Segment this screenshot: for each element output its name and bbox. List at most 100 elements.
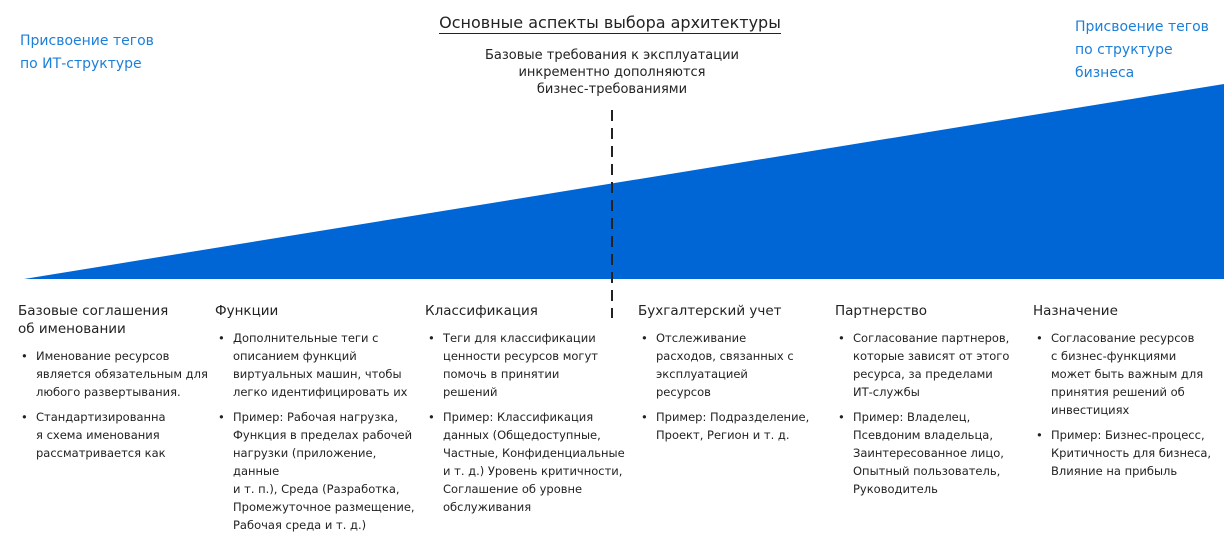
bullet-line: может быть важным для xyxy=(1051,367,1204,381)
column-naming-conventions: Базовые соглашения об именовании • Имено… xyxy=(18,302,214,469)
bullet-line: я схема именования xyxy=(36,428,160,442)
bullet-line: Согласование ресурсов xyxy=(1051,331,1195,345)
bullet-line: Теги для классификации xyxy=(443,331,596,345)
bullet-icon: • xyxy=(641,331,648,345)
bullet-line: которые зависят от этого xyxy=(853,349,1010,363)
heading-line: Базовые соглашения xyxy=(18,303,169,319)
column-classification: Классификация • Теги для классификации ц… xyxy=(425,302,625,523)
bullet-icon: • xyxy=(428,410,435,424)
bullet-item: • Пример: Рабочая нагрузка, Функция в пр… xyxy=(215,408,420,534)
requirements-wedge xyxy=(24,84,1224,279)
bullet-line: Согласование партнеров, xyxy=(853,331,1010,345)
bullet-line: Руководитель xyxy=(853,482,938,496)
bullet-line: Рабочая среда и т. д.) xyxy=(233,518,367,532)
heading-line: Функции xyxy=(215,303,279,319)
subtitle-line: Базовые требования к эксплуатации xyxy=(484,48,739,63)
bullet-item: • Стандартизированна я схема именования … xyxy=(18,408,214,462)
bullet-list: • Отслеживание расходов, связанных с экс… xyxy=(638,329,833,444)
bullet-list: • Теги для классификации ценности ресурс… xyxy=(425,329,625,516)
diagram-subtitle: Базовые требования к эксплуатации инкрем… xyxy=(430,47,794,98)
bullet-line: Пример: Классификация xyxy=(443,410,594,424)
bullet-line: Заинтересованное лицо, xyxy=(853,446,1004,460)
bullet-line: любого развертывания. xyxy=(36,385,181,399)
bullet-line: Критичность для бизнеса, xyxy=(1051,446,1212,460)
bullet-line: обслуживания xyxy=(443,500,532,514)
label-line: по структуре xyxy=(1075,42,1173,58)
progression-diagram xyxy=(24,84,1224,318)
label-line: Присвоение тегов xyxy=(20,33,154,49)
bullet-line: нагрузки (приложение, данные xyxy=(233,446,377,478)
heading-line: Назначение xyxy=(1033,303,1118,319)
bullet-item: • Пример: Подразделение, Проект, Регион … xyxy=(638,408,833,444)
bullet-line: Отслеживание xyxy=(656,331,747,345)
column-heading: Назначение xyxy=(1033,302,1222,320)
bullet-line: принятия решений об xyxy=(1051,385,1185,399)
bullet-line: Стандартизированна xyxy=(36,410,166,424)
bullet-icon: • xyxy=(21,349,28,363)
bullet-list: • Именование ресурсов является обязатель… xyxy=(18,347,214,462)
heading-line: об именовании xyxy=(18,321,126,337)
bullet-line: решений xyxy=(443,385,498,399)
bullet-item: • Пример: Классификация данных (Общедост… xyxy=(425,408,625,516)
column-heading: Бухгалтерский учет xyxy=(638,302,833,320)
bullet-item: • Согласование ресурсов с бизнес-функция… xyxy=(1033,329,1222,419)
bullet-line: эксплуатацией xyxy=(656,367,748,381)
bullet-line: с бизнес-функциями xyxy=(1051,349,1177,363)
bullet-item: • Дополнительные теги с описанием функци… xyxy=(215,329,420,401)
bullet-line: рассматривается как xyxy=(36,446,166,460)
bullet-line: Именование ресурсов xyxy=(36,349,170,363)
bullet-item: • Согласование партнеров, которые завися… xyxy=(835,329,1030,401)
bullet-item: • Пример: Бизнес-процесс, Критичность дл… xyxy=(1033,426,1222,480)
bullet-item: • Отслеживание расходов, связанных с экс… xyxy=(638,329,833,401)
label-line: Присвоение тегов xyxy=(1075,19,1209,35)
bullet-item: • Теги для классификации ценности ресурс… xyxy=(425,329,625,401)
heading-line: Партнерство xyxy=(835,303,928,319)
bullet-line: является обязательным для xyxy=(36,367,208,381)
bullet-line: Опытный пользователь, xyxy=(853,464,1001,478)
bullet-list: • Согласование ресурсов с бизнес-функция… xyxy=(1033,329,1222,480)
bullet-icon: • xyxy=(641,410,648,424)
bullet-line: ресурсов xyxy=(656,385,711,399)
bullet-line: Частные, Конфиденциальные xyxy=(443,446,625,460)
bullet-line: ИТ-службы xyxy=(853,385,920,399)
bullet-line: Пример: Рабочая нагрузка, xyxy=(233,410,399,424)
bullet-item: • Именование ресурсов является обязатель… xyxy=(18,347,214,401)
bullet-line: Соглашение об уровне xyxy=(443,482,583,496)
bullet-line: виртуальных машин, чтобы xyxy=(233,367,402,381)
bullet-line: Псевдоним владельца, xyxy=(853,428,993,442)
bullet-line: расходов, связанных с xyxy=(656,349,794,363)
subtitle-line: инкрементно дополняются xyxy=(518,65,706,80)
bullet-line: ресурса, за пределами xyxy=(853,367,993,381)
it-structure-tagging-label: Присвоение тегов по ИТ-структуре xyxy=(20,30,154,76)
heading-line: Классификация xyxy=(425,303,538,319)
bullet-line: инвестициях xyxy=(1051,403,1130,417)
bullet-line: помочь в принятии xyxy=(443,367,560,381)
bullet-line: легко идентифицировать их xyxy=(233,385,408,399)
bullet-icon: • xyxy=(218,410,225,424)
column-purpose: Назначение • Согласование ресурсов с биз… xyxy=(1033,302,1222,487)
bullet-line: и т. п.), Среда (Разработка, xyxy=(233,482,400,496)
diagram-title-text: Основные аспекты выбора архитектуры xyxy=(439,13,781,34)
column-heading: Базовые соглашения об именовании xyxy=(18,302,214,338)
bullet-icon: • xyxy=(218,331,225,345)
bullet-line: Пример: Бизнес-процесс, xyxy=(1051,428,1205,442)
bullet-list: • Согласование партнеров, которые завися… xyxy=(835,329,1030,498)
heading-line: Бухгалтерский учет xyxy=(638,303,782,319)
bullet-line: Дополнительные теги с xyxy=(233,331,379,345)
business-structure-tagging-label: Присвоение тегов по структуре бизнеса xyxy=(1075,16,1209,85)
column-heading: Партнерство xyxy=(835,302,1030,320)
bullet-line: и т. д.) Уровень критичности, xyxy=(443,464,623,478)
bullet-icon: • xyxy=(21,410,28,424)
label-line: по ИТ-структуре xyxy=(20,56,142,72)
bullet-line: описанием функций xyxy=(233,349,357,363)
bullet-icon: • xyxy=(838,410,845,424)
column-accounting: Бухгалтерский учет • Отслеживание расход… xyxy=(638,302,833,451)
bullet-line: ценности ресурсов могут xyxy=(443,349,598,363)
bullet-item: • Пример: Владелец, Псевдоним владельца,… xyxy=(835,408,1030,498)
bullet-icon: • xyxy=(1036,428,1043,442)
bullet-icon: • xyxy=(1036,331,1043,345)
bullet-line: Функция в пределах рабочей xyxy=(233,428,413,442)
bullet-icon: • xyxy=(838,331,845,345)
subtitle-line: бизнес-требованиями xyxy=(536,82,688,97)
column-heading: Классификация xyxy=(425,302,625,320)
